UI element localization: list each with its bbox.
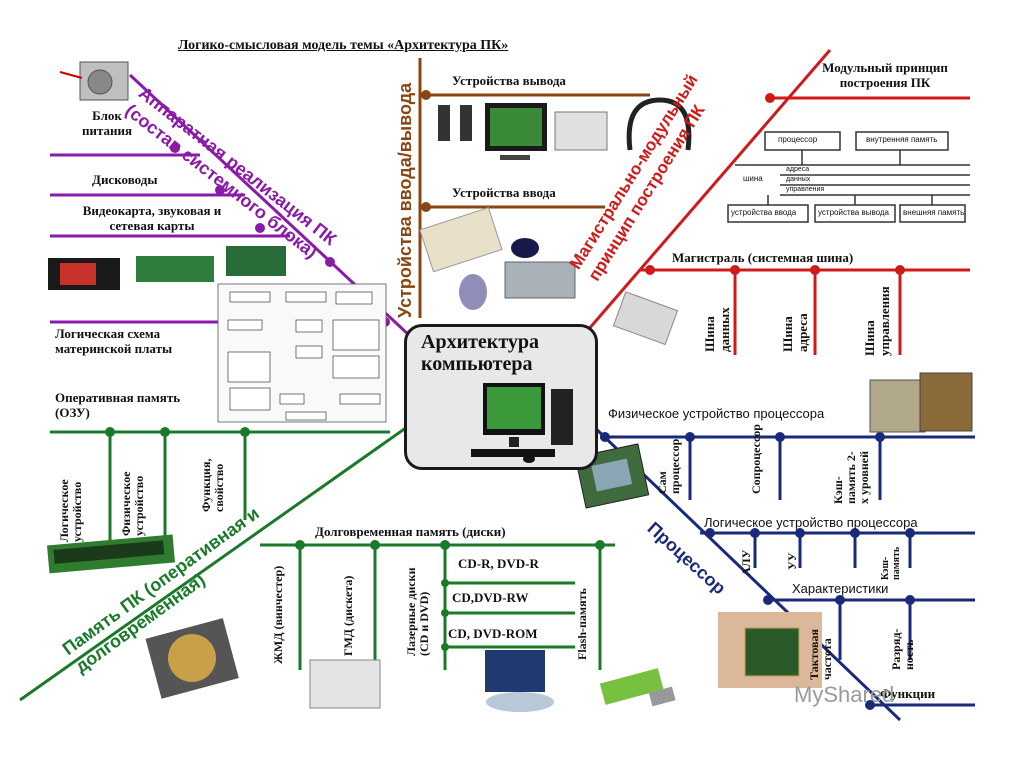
cpu-in-hand-photo (718, 612, 822, 688)
schematic-ext: внешняя память (903, 208, 965, 217)
label-ram-logic: Логическое устройство (57, 479, 84, 542)
io-branch-lines (418, 58, 650, 318)
io-branch-nodes (421, 90, 431, 212)
label-clock: Тактовая частота (807, 628, 834, 680)
label-modular: Модульный принцип построения ПК (822, 60, 948, 90)
label-laser: Лазерные диски (CD и DVD) (404, 567, 431, 656)
label-ram-phys: Физическое устройство (119, 471, 146, 536)
processor-photo-amd (869, 372, 973, 433)
label-fdd: ГМД (дискета) (341, 575, 355, 656)
label-coproc: Сопроцессор (749, 424, 763, 494)
memory-branch-nodes (105, 427, 605, 651)
label-alu: АЛУ (739, 549, 753, 576)
label-drives: Дисководы (92, 172, 158, 187)
label-cdrom: CD, DVD-ROM (448, 626, 538, 641)
page-title: Логико-смысловая модель темы «Архитектур… (178, 38, 509, 53)
flash-drive-image (599, 668, 676, 707)
label-output-devices: Устройства вывода (452, 73, 566, 88)
label-ram: Оперативная память (ОЗУ) (55, 390, 181, 420)
output-devices-image (438, 97, 692, 160)
schematic-cpu: процессор (778, 135, 818, 144)
cards-image (48, 246, 286, 290)
label-cu: УУ (785, 552, 799, 570)
dvd-drive-image (485, 650, 554, 712)
label-cards: Видеокарта, звуковая и сетевая карты (82, 203, 222, 233)
label-functions: Функции (880, 686, 936, 701)
label-backbone: Магистраль (системная шина) (672, 250, 854, 265)
floppy-drive-image (309, 659, 381, 709)
bus-schematic (727, 131, 970, 223)
schematic-in: устройства ввода (731, 208, 797, 217)
label-ram-func: Функция, свойство (199, 458, 226, 512)
label-hdd: ЖМД (винчестер) (271, 565, 285, 664)
input-devices-image (419, 207, 576, 310)
label-logical-cpu: Логическое устройство процессора (704, 515, 918, 530)
schematic-out: устройства вывода (818, 208, 889, 217)
label-physical-cpu: Физическое устройство процессора (608, 406, 825, 421)
branch-label-io: Устройства ввода/вывода (395, 82, 415, 318)
bus-branch-lines (586, 49, 970, 355)
center-node: Архитектура компьютера (404, 324, 598, 470)
label-characteristics: Характеристики (792, 581, 889, 596)
hard-disk-image (145, 618, 239, 699)
label-logic-scheme: Логическая схема материнской платы (55, 326, 173, 356)
schematic-data: данных (786, 176, 811, 183)
label-psu: Блок питания (81, 108, 133, 138)
processor-branch-nodes (600, 432, 915, 710)
label-cpu-self: Сам процессор (655, 438, 682, 494)
label-flash: Flash-память (575, 588, 589, 660)
schematic-ctrl: управления (786, 186, 825, 193)
computer-icon (471, 383, 573, 463)
label-ctrl-bus: Шина управления (862, 286, 892, 356)
processor-branch-lines (590, 423, 975, 722)
ribbon-cable-image (612, 291, 679, 346)
label-cdr: CD-R, DVD-R (458, 556, 539, 571)
label-cdrw: CD,DVD-RW (452, 590, 529, 605)
bus-branch-nodes (645, 93, 905, 275)
memory-branch-lines (19, 423, 615, 702)
center-node-title: Архитектура компьютера (421, 331, 539, 375)
ram-module-image (47, 534, 175, 574)
motherboard-logic-scheme-image (217, 283, 387, 423)
label-cache2: Кэш-память (880, 546, 902, 580)
label-addr-bus: Шина адреса (780, 313, 810, 352)
schematic-bus: шина (743, 174, 763, 183)
label-data-bus: Шина данных (702, 307, 732, 352)
schematic-addr: адреса (786, 166, 810, 173)
psu-image (59, 61, 129, 101)
label-input-devices: Устройства ввода (452, 185, 556, 200)
schematic-mem: внутренняя память (866, 135, 938, 144)
label-storage: Долговременная память (диски) (315, 524, 506, 539)
watermark: MyShared (794, 682, 895, 707)
label-bits: Разряд-ность (889, 628, 916, 670)
label-cache: Кэш-память 2-х уровней (831, 450, 871, 504)
